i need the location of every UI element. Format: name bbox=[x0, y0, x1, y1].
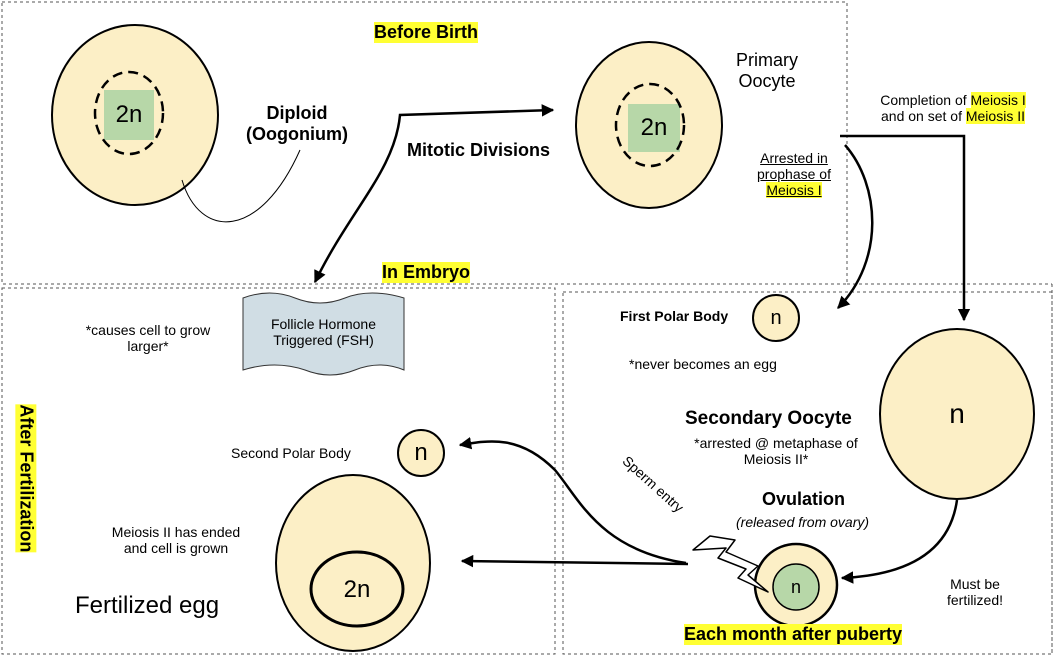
oogonium-nucleus bbox=[104, 90, 154, 140]
must-be-line2: fertilized! bbox=[946, 592, 1004, 609]
oogonium-pointer-line bbox=[181, 149, 301, 223]
first-polar-arrow bbox=[837, 144, 874, 309]
fsh-line1: Follicle Hormone bbox=[270, 316, 377, 332]
fsh-note-line2: larger* bbox=[127, 338, 169, 355]
arrested-line1: Arrested in bbox=[760, 150, 828, 166]
ovulation-nucleus bbox=[772, 563, 820, 611]
second-polar-label: Second Polar Body bbox=[231, 445, 351, 461]
primary-oocyte-nucleus bbox=[628, 104, 680, 152]
completion-part1: Completion of bbox=[880, 92, 971, 108]
secondary-oocyte-ploidy: n bbox=[949, 398, 965, 429]
oogonium-ploidy: 2n bbox=[115, 101, 143, 128]
arrested-note: Arrested in prophase of Meiosis I bbox=[747, 150, 841, 199]
completion-note: Completion of Meiosis I and on set of Me… bbox=[858, 92, 1048, 125]
arrested-line3: Meiosis I bbox=[766, 182, 822, 199]
meiosis-ended-note: Meiosis II has ended and cell is grown bbox=[96, 524, 256, 556]
first-polar-ploidy: n bbox=[770, 306, 782, 329]
fertilized-ploidy: 2n bbox=[343, 576, 371, 603]
meiosis-ended-line2: and cell is grown bbox=[123, 540, 229, 557]
fertilized-nucleus bbox=[309, 550, 405, 628]
first-polar-note: *never becomes an egg bbox=[629, 356, 777, 372]
first-polar-cell bbox=[752, 294, 800, 342]
section-in-embryo: In Embryo bbox=[382, 262, 471, 283]
oogonium-nuclear-membrane bbox=[93, 70, 165, 156]
secondary-oocyte-note2: Meiosis II* bbox=[743, 451, 809, 468]
oogonium-label-line2: (Oogonium) bbox=[246, 123, 348, 144]
to-ovulation-arrow bbox=[840, 499, 959, 584]
fertilized-cell bbox=[275, 474, 431, 652]
must-be-fertilized-note: Must be fertilized! bbox=[930, 576, 1020, 608]
fsh-line2: Triggered (FSH) bbox=[273, 332, 374, 349]
second-polar-arrow bbox=[458, 436, 687, 565]
primary-oocyte-label-line2: Oocyte bbox=[738, 70, 796, 91]
primary-oocyte-label-line1: Primary bbox=[736, 50, 798, 70]
fertilized-label: Fertilized egg bbox=[75, 592, 220, 619]
mitotic-divisions-label: Mitotic Divisions bbox=[407, 140, 551, 160]
ovulation-sub: (released from ovary) bbox=[736, 514, 870, 530]
lightning-bolt-icon bbox=[692, 535, 769, 593]
fsh-label: Follicle Hormone Triggered (FSH) bbox=[243, 316, 404, 348]
second-polar-ploidy: n bbox=[414, 439, 428, 466]
fsh-flag bbox=[242, 292, 405, 376]
completion-hl1: Meiosis I bbox=[970, 92, 1026, 108]
fertilized-arrow bbox=[460, 554, 689, 568]
secondary-oocyte-note1: *arrested @ metaphase of bbox=[694, 435, 858, 451]
secondary-oocyte-arrow bbox=[840, 134, 971, 322]
first-polar-label: First Polar Body bbox=[620, 308, 729, 324]
fsh-note: *causes cell to grow larger* bbox=[68, 322, 228, 354]
second-polar-cell bbox=[397, 429, 445, 477]
completion-part2: and on set of bbox=[881, 108, 966, 125]
primary-oocyte-nuclear-membrane bbox=[614, 82, 686, 168]
mitotic-arrow bbox=[313, 104, 555, 284]
fsh-note-line1: *causes cell to grow bbox=[85, 322, 211, 338]
secondary-oocyte-title: Secondary Oocyte bbox=[685, 408, 852, 429]
primary-oocyte-ploidy: 2n bbox=[640, 114, 668, 141]
oogonium-label: Diploid (Oogonium) bbox=[232, 103, 362, 144]
section-each-month: Each month after puberty bbox=[684, 624, 903, 645]
must-be-line1: Must be bbox=[950, 576, 1000, 592]
section-after-fertilization: After Fertilization bbox=[15, 404, 37, 553]
secondary-oocyte-cell bbox=[879, 328, 1035, 500]
secondary-oocyte-note: *arrested @ metaphase of Meiosis II* bbox=[676, 435, 876, 467]
meiosis-ended-line1: Meiosis II has ended bbox=[111, 524, 241, 540]
completion-hl2: Meiosis II bbox=[965, 108, 1025, 125]
oogonium-label-line1: Diploid bbox=[266, 103, 328, 123]
arrested-line2: prophase of bbox=[757, 166, 831, 183]
ovulation-ploidy: n bbox=[790, 576, 801, 597]
ovulation-title: Ovulation bbox=[762, 489, 846, 509]
primary-oocyte-label: Primary Oocyte bbox=[722, 50, 812, 91]
section-before-birth: Before Birth bbox=[374, 22, 479, 43]
